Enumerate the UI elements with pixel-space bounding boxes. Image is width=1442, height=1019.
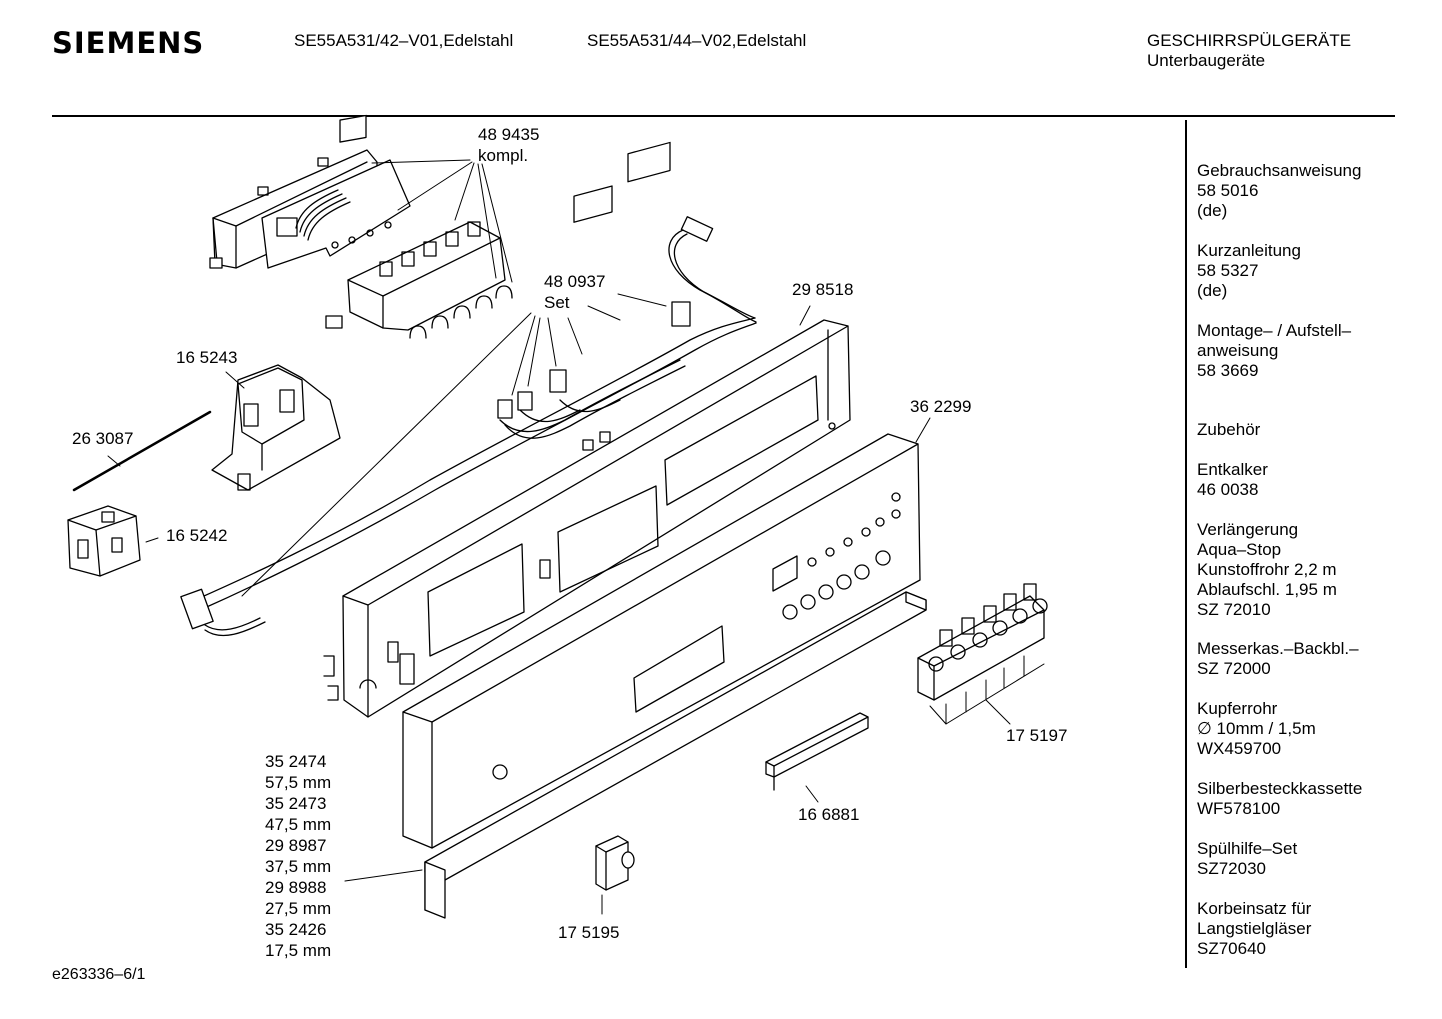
leader-line-263087 bbox=[107, 455, 121, 467]
rod-part bbox=[72, 410, 212, 492]
sidebar-line: 46 0038 bbox=[1197, 480, 1259, 499]
header-divider bbox=[52, 115, 1395, 117]
connector-plug bbox=[668, 216, 757, 323]
variant-entry: 35 2426 bbox=[265, 920, 327, 939]
lower-trim bbox=[424, 591, 927, 919]
variant-entry: 57,5 mm bbox=[265, 773, 332, 792]
variant-entry: 37,5 mm bbox=[265, 857, 332, 876]
variant-entry: 47,5 mm bbox=[265, 815, 332, 834]
sidebar-item-rinse-aid-set: Spülhilfe–Set SZ72030 bbox=[1197, 839, 1437, 899]
sensor-bracket bbox=[211, 364, 341, 491]
sidebar-item-copper-pipe: Kupferrohr ∅ 10mm / 1,5m WX459700 bbox=[1197, 699, 1437, 779]
accessories-sidebar: Gebrauchsanweisung 58 5016 (de) Kurzanle… bbox=[1197, 161, 1437, 959]
sidebar-line: Zubehör bbox=[1197, 420, 1261, 439]
variant-entry: 29 8988 bbox=[265, 878, 327, 897]
sidebar-line: Ablaufschl. 1,95 m bbox=[1197, 580, 1337, 599]
sidebar-item-descaler: Entkalker 46 0038 bbox=[1197, 460, 1437, 520]
leader-line-165243 bbox=[225, 371, 245, 389]
sidebar-item-quickguide: Kurzanleitung 58 5327 (de) bbox=[1197, 241, 1437, 321]
sidebar-line: (de) bbox=[1197, 281, 1228, 300]
sidebar-line: SZ72030 bbox=[1197, 859, 1266, 878]
sidebar-item-installation: Montage– / Aufstell– anweisung 58 3669 bbox=[1197, 321, 1437, 420]
appliance-subcategory: Unterbaugeräte bbox=[1147, 51, 1266, 70]
sidebar-line: 58 5327 bbox=[1197, 261, 1259, 280]
leader-lines-489435 bbox=[371, 159, 513, 283]
sidebar-line: ∅ 10mm / 1,5m bbox=[1197, 719, 1316, 738]
part-label-175197: 17 5197 bbox=[1006, 726, 1068, 745]
sidebar-item-manual: Gebrauchsanweisung 58 5016 (de) bbox=[1197, 161, 1437, 241]
sidebar-line: WX459700 bbox=[1197, 739, 1282, 758]
part-label-263087: 26 3087 bbox=[72, 429, 134, 448]
sidebar-line: 58 3669 bbox=[1197, 361, 1259, 380]
appliance-category: GESCHIRRSPÜLGERÄTE bbox=[1147, 31, 1352, 50]
model-variant-2: SE55A531/44–V02,Edelstahl bbox=[587, 31, 807, 50]
part-label-165242: 16 5242 bbox=[166, 526, 228, 545]
sidebar-line: SZ 72000 bbox=[1197, 659, 1271, 678]
variant-entry: 35 2474 bbox=[265, 752, 327, 771]
sidebar-line: Kurzanleitung bbox=[1197, 241, 1301, 260]
panel-carrier bbox=[323, 319, 851, 718]
part-label-165243: 16 5243 bbox=[176, 348, 238, 367]
sidebar-line: Spülhilfe–Set bbox=[1197, 839, 1298, 858]
leader-line-298518 bbox=[799, 305, 811, 326]
leader-line-variants bbox=[344, 869, 423, 882]
push-button-block bbox=[917, 583, 1048, 701]
sidebar-line: anweisung bbox=[1197, 341, 1279, 360]
sidebar-line: Verlängerung bbox=[1197, 520, 1299, 539]
variant-entry: 29 8987 bbox=[265, 836, 327, 855]
variant-entry: 27,5 mm bbox=[265, 899, 332, 918]
part-label-298518: 29 8518 bbox=[792, 280, 854, 299]
sidebar-item-glass-insert: Korbeinsatz für Langstielgläser SZ70640 bbox=[1197, 899, 1437, 959]
leader-line-165242 bbox=[145, 537, 159, 543]
circuit-board bbox=[261, 114, 411, 269]
part-label-175195: 17 5195 bbox=[558, 923, 620, 942]
sidebar-line: Gebrauchsanweisung bbox=[1197, 161, 1362, 180]
sidebar-line: WF578100 bbox=[1197, 799, 1281, 818]
part-label-489435: 48 9435 bbox=[478, 125, 540, 144]
front-fascia bbox=[402, 433, 921, 849]
relay-switch bbox=[67, 505, 141, 577]
leader-lines-175197 bbox=[929, 655, 1045, 725]
sidebar-divider bbox=[1185, 120, 1187, 968]
brand-logo: SIEMENS bbox=[52, 26, 205, 60]
sidebar-line: 58 5016 bbox=[1197, 181, 1259, 200]
variant-entry: 17,5 mm bbox=[265, 941, 332, 960]
part-label-480937: 48 0937 bbox=[544, 272, 606, 291]
cable-harness bbox=[180, 141, 757, 637]
leader-line-166881 bbox=[805, 785, 819, 803]
sidebar-line: (de) bbox=[1197, 201, 1228, 220]
sidebar-line: SZ70640 bbox=[1197, 939, 1266, 958]
sidebar-line: Messerkas.–Backbl.– bbox=[1197, 639, 1359, 658]
sidebar-line: Korbeinsatz für bbox=[1197, 899, 1312, 918]
part-label-166881: 16 6881 bbox=[798, 805, 860, 824]
sidebar-line: Entkalker bbox=[1197, 460, 1268, 479]
leader-line-362299 bbox=[915, 417, 931, 443]
small-strip bbox=[765, 712, 869, 791]
switch-block bbox=[325, 221, 513, 339]
sidebar-line: Silberbesteckkassette bbox=[1197, 779, 1363, 798]
sidebar-line: Kunstoffrohr 2,2 m bbox=[1197, 560, 1337, 579]
part-note-489435: kompl. bbox=[478, 146, 529, 165]
rotary-knob bbox=[595, 835, 635, 891]
variant-entry: 35 2473 bbox=[265, 794, 327, 813]
sidebar-line: SZ 72010 bbox=[1197, 600, 1271, 619]
sidebar-item-cutlery-cassette: Silberbesteckkassette WF578100 bbox=[1197, 779, 1437, 839]
sidebar-line: Kupferrohr bbox=[1197, 699, 1278, 718]
part-note-480937: Set bbox=[544, 293, 570, 312]
drawing-code: e263336–6/1 bbox=[52, 966, 146, 983]
sidebar-line: Langstielgläser bbox=[1197, 919, 1312, 938]
sidebar-item-accessories: Zubehör bbox=[1197, 420, 1437, 460]
part-label-362299: 36 2299 bbox=[910, 397, 972, 416]
sidebar-line: Montage– / Aufstell– bbox=[1197, 321, 1352, 340]
sidebar-item-extension: Verlängerung Aqua–Stop Kunstoffrohr 2,2 … bbox=[1197, 520, 1437, 639]
sidebar-item-knife-box: Messerkas.–Backbl.– SZ 72000 bbox=[1197, 639, 1437, 699]
sidebar-line: Aqua–Stop bbox=[1197, 540, 1282, 559]
trim-variant-list: 35 2474 57,5 mm 35 2473 47,5 mm 29 8987 … bbox=[265, 751, 331, 961]
leader-lines-480937 bbox=[241, 293, 667, 597]
model-variant-1: SE55A531/42–V01,Edelstahl bbox=[294, 31, 514, 50]
